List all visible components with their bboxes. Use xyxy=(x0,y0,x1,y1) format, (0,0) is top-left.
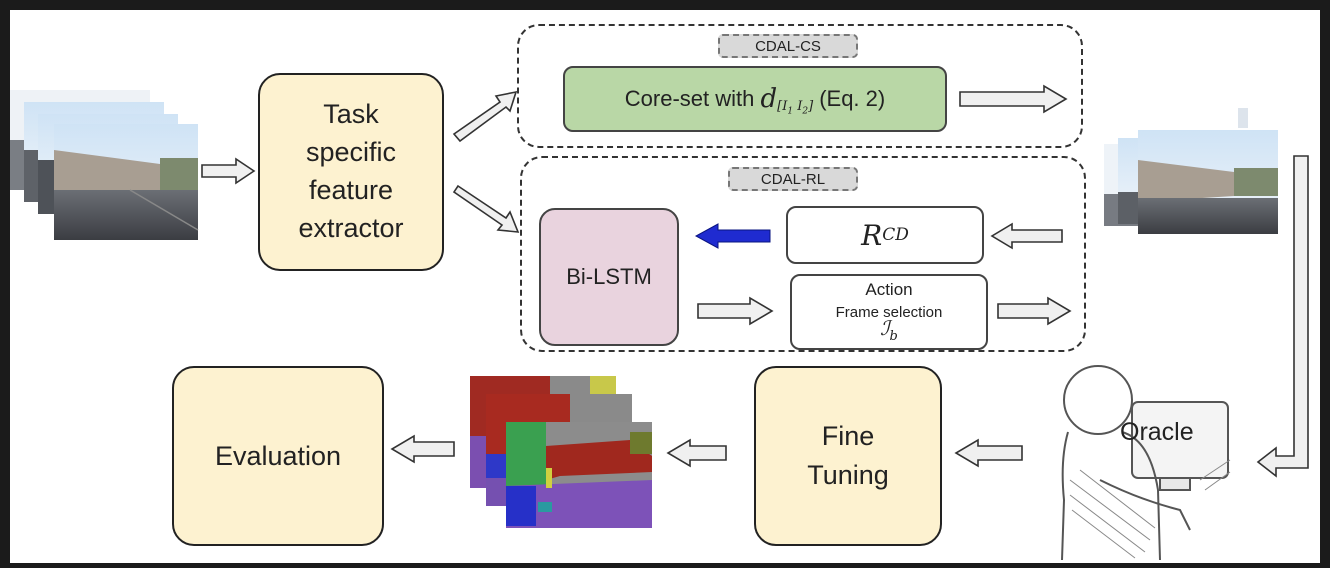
bilstm-box: Bi-LSTM xyxy=(539,208,679,346)
arrow-extractor-to-rl xyxy=(452,184,520,233)
coreset-sub-2: 2 xyxy=(802,106,809,117)
arrow-cs-to-selected xyxy=(959,84,1068,114)
finetuning-line-2: Tuning xyxy=(807,460,889,490)
arrow-reward-to-bilstm xyxy=(694,223,771,249)
action-math: ℐ xyxy=(880,315,890,340)
coreset-sub-close: ] xyxy=(808,99,814,115)
cdal-rl-container xyxy=(520,156,1086,352)
fine-tuning-box: Fine Tuning xyxy=(754,366,942,546)
extractor-line-3: feature xyxy=(308,175,394,205)
feature-extractor-box: Task specific feature extractor xyxy=(258,73,444,271)
coreset-math-d: d xyxy=(760,84,778,114)
frame-front xyxy=(54,124,199,240)
coreset-sub-open: [I xyxy=(777,99,788,115)
arrow-oracle-to-finetuning xyxy=(954,438,1023,468)
extractor-line-1: Task xyxy=(323,99,379,130)
evaluation-label: Evaluation xyxy=(214,440,342,471)
seg-map-front xyxy=(506,422,652,528)
arrow-action-out xyxy=(997,296,1072,326)
bilstm-label: Bi-LSTM xyxy=(566,264,652,289)
action-math-sub: b xyxy=(889,328,898,344)
arrow-selected-to-reward xyxy=(990,222,1063,250)
arrow-maps-to-evaluation xyxy=(390,434,455,464)
arrow-bilstm-to-action xyxy=(697,296,774,326)
coreset-sub-mid: I xyxy=(793,99,803,115)
selected-frames-icon xyxy=(1104,108,1278,234)
finetuning-line-1: Fine xyxy=(821,420,875,451)
arrow-input-to-extractor xyxy=(201,157,256,185)
cdal-cs-tag: CDAL-CS xyxy=(718,34,858,58)
cdal-cs-container xyxy=(517,24,1083,148)
coreset-suffix: (Eq. 2) xyxy=(819,86,886,111)
extractor-line-4: extractor xyxy=(298,212,404,243)
oracle-label: Oracle xyxy=(1120,418,1194,446)
reward-math: R xyxy=(861,218,883,252)
cdal-rl-tag: CDAL-RL xyxy=(728,167,858,191)
arrow-extractor-to-cs xyxy=(452,90,518,143)
coreset-box: Core-set with d[I1 I2] (Eq. 2) xyxy=(563,66,947,132)
oracle-person-at-computer-icon xyxy=(1061,365,1231,561)
coreset-sub-1: 1 xyxy=(787,106,794,117)
diagram-canvas: Task specific feature extractor CDAL-CS … xyxy=(10,10,1320,563)
action-subtitle: Frame selection xyxy=(835,303,943,321)
arrow-finetuning-to-maps xyxy=(666,438,727,468)
evaluation-box: Evaluation xyxy=(172,366,384,546)
input-frames-icon xyxy=(10,90,199,240)
arrow-selected-to-oracle xyxy=(1256,155,1309,478)
coreset-prefix: Core-set with xyxy=(624,86,755,111)
action-box: Action Frame selection ℐb xyxy=(790,274,988,350)
action-title: Action xyxy=(865,280,913,300)
reward-math-sub: CD xyxy=(882,225,909,245)
segmentation-maps-icon xyxy=(470,376,652,528)
extractor-line-2: specific xyxy=(305,137,396,168)
